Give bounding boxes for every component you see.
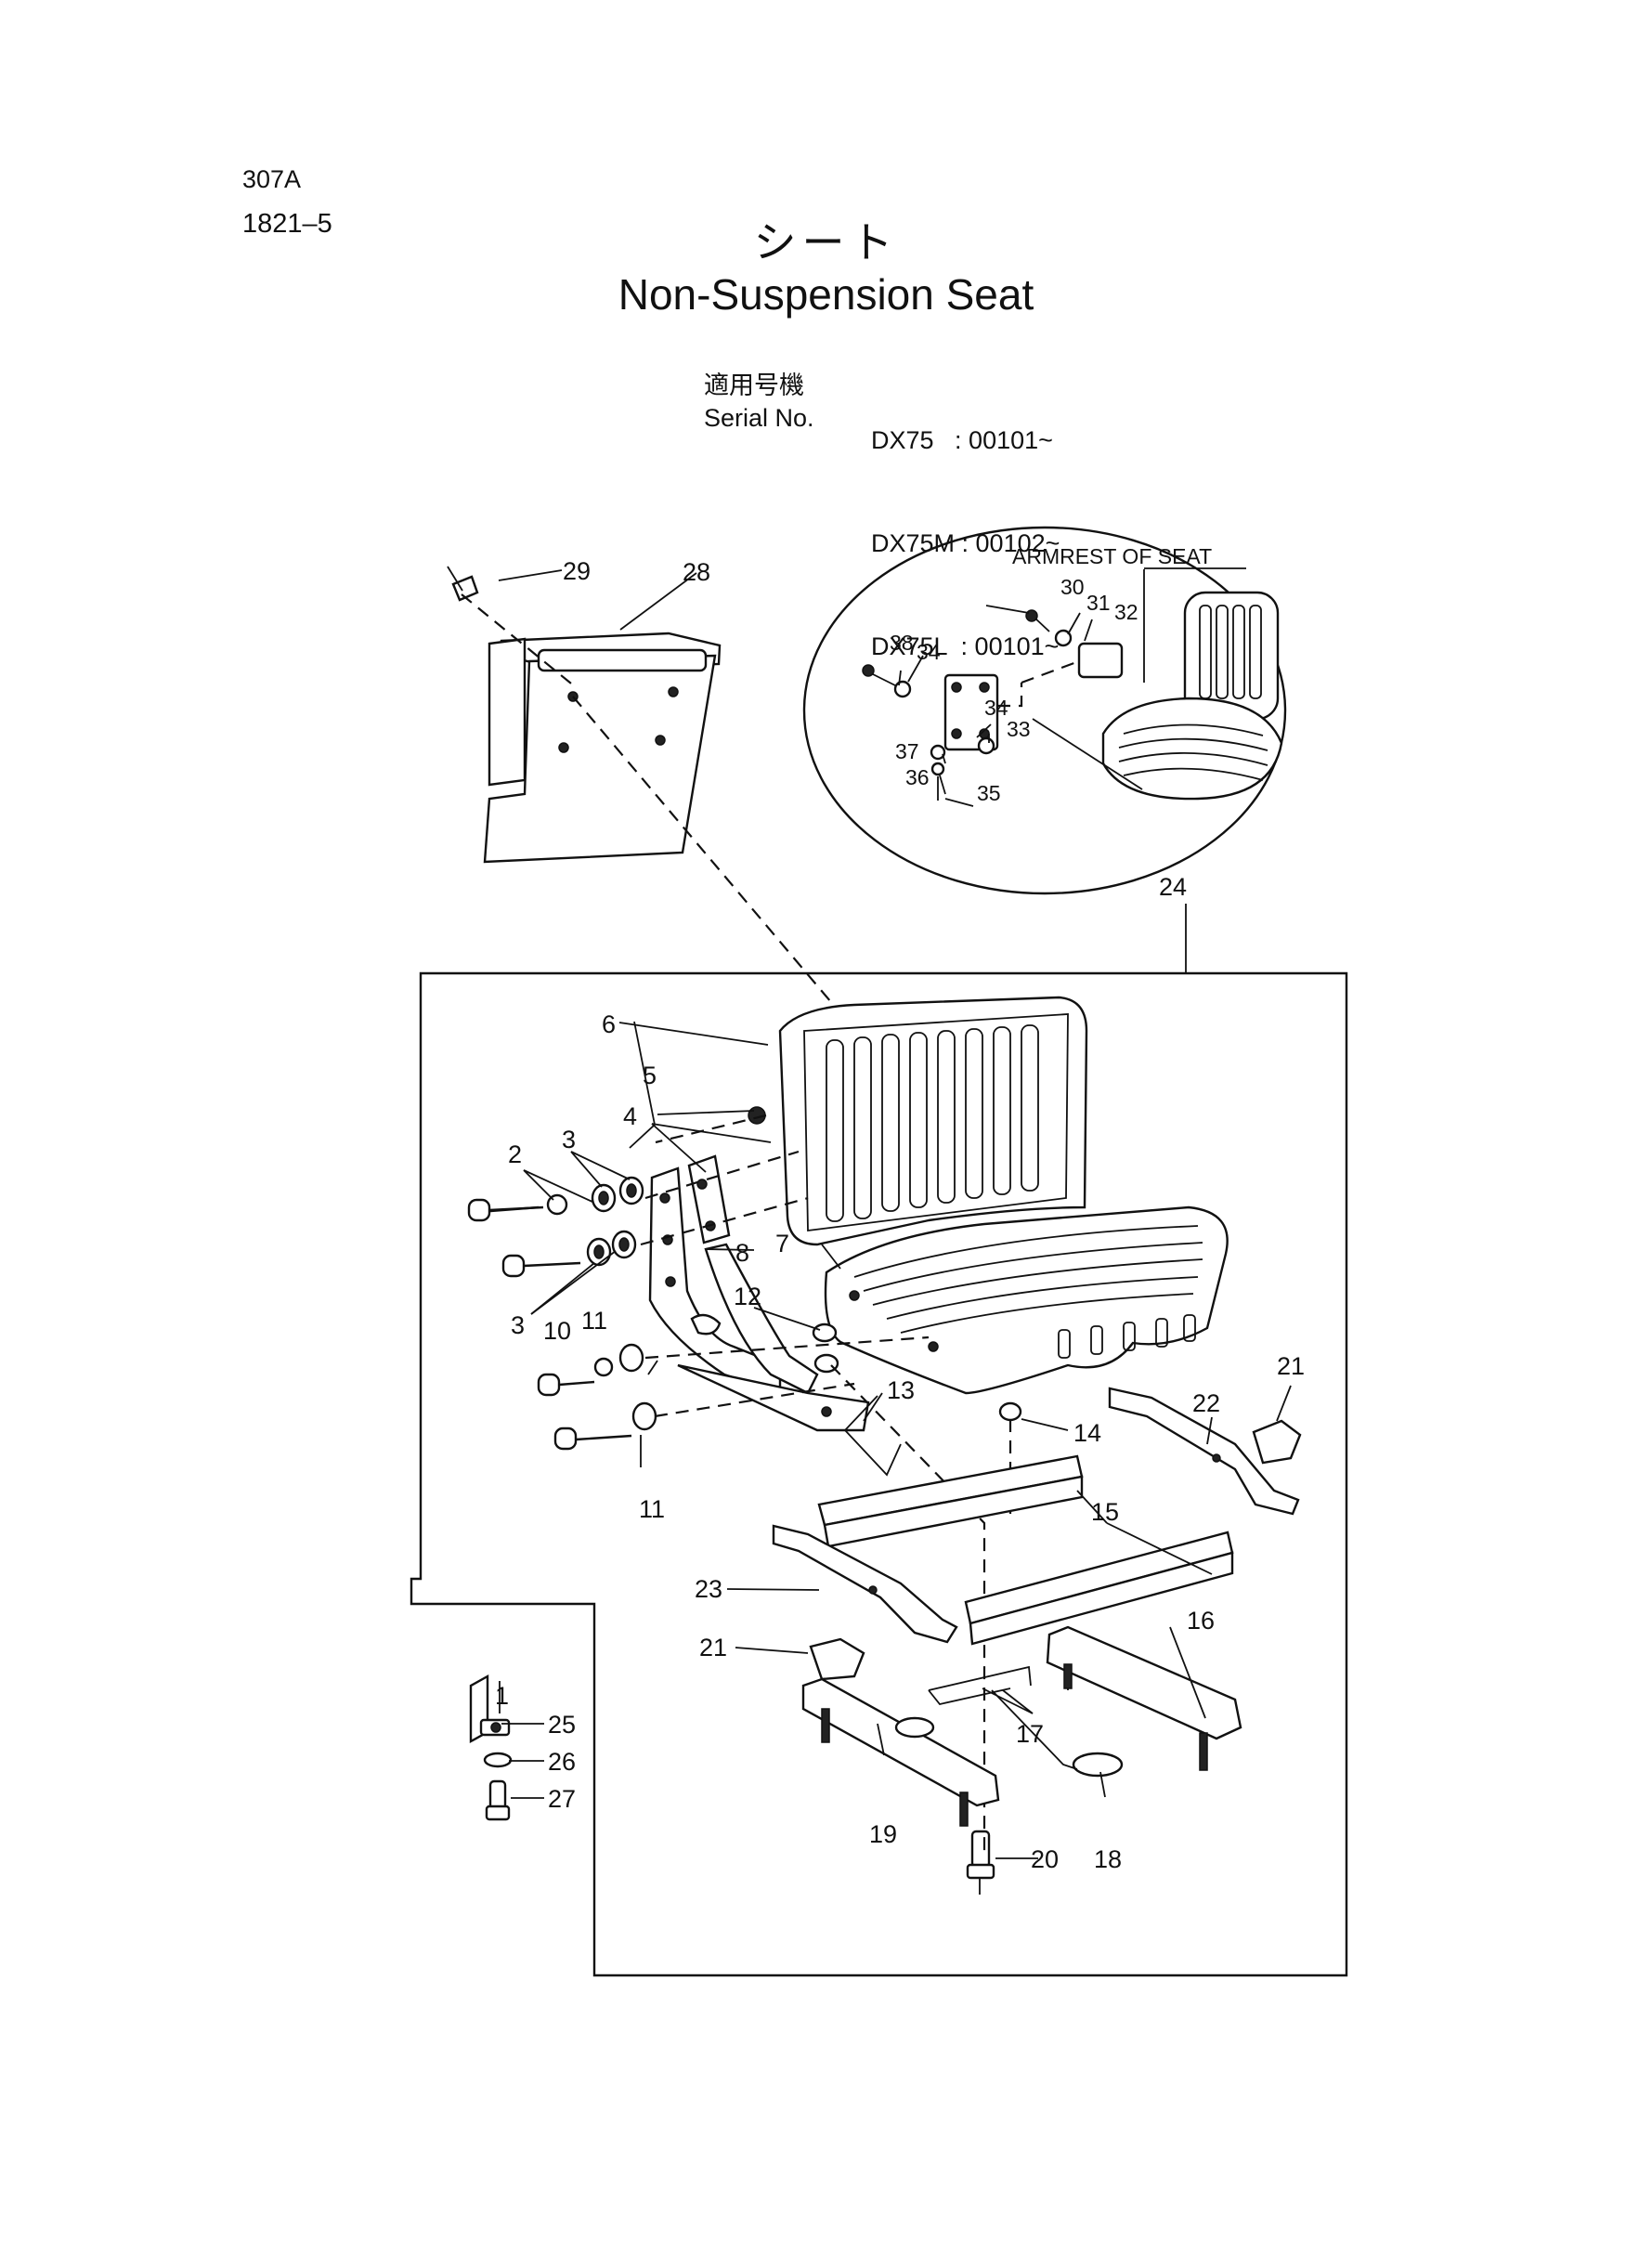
callout-labels: 29 28 30 31 32 38 34 34 33 37 36 35 24 6… [495,557,1305,1873]
callout-32: 32 [1114,600,1138,624]
title-japanese: シート [753,218,899,267]
callout-13: 13 [887,1376,915,1404]
drawing-code: 307A [242,165,302,193]
callout-11: 11 [639,1495,665,1523]
serial-label-jp: 適用号機 [704,371,804,399]
seat-cushion [824,1205,1229,1395]
seat-cushion-spare [447,566,722,864]
callout-16: 16 [1187,1607,1215,1635]
callout-5: 5 [643,1062,657,1089]
callout-leaders [498,569,1292,1859]
callout-38: 38 [890,631,914,655]
callout-19: 19 [869,1820,897,1848]
armrest-inset-title: ARMREST OF SEAT [1012,544,1212,568]
callout-2: 2 [508,1140,522,1168]
callout-18: 18 [1094,1845,1122,1873]
serial-label-en: Serial No. [704,404,814,432]
callout-15: 15 [1091,1498,1119,1526]
callout-24: 24 [1159,873,1187,901]
callout-22: 22 [1192,1389,1220,1417]
callout-30: 30 [1060,575,1085,599]
callout-26: 26 [548,1748,576,1776]
callout-12: 12 [734,1283,761,1310]
armrest-inset-frame [802,526,1287,895]
callout-14: 14 [1073,1419,1101,1447]
callout-4: 4 [623,1102,637,1130]
callout-31: 31 [1086,591,1111,615]
seat-back [778,996,1088,1246]
callout-3: 3 [511,1311,525,1339]
callout-25: 25 [548,1711,576,1739]
callout-20: 20 [1031,1845,1059,1873]
serial-label: 適用号機 Serial No. [704,370,814,435]
bolt-dashed-path [461,593,577,688]
callout-7: 7 [775,1230,789,1257]
callout-35: 35 [977,781,1001,805]
inset-seat-illustration [1032,591,1283,801]
callout-1: 1 [495,1682,509,1710]
callout-8: 8 [735,1239,749,1267]
callout-29: 29 [563,557,591,585]
callout-17: 17 [1016,1720,1044,1748]
callout-10: 10 [543,1317,571,1345]
callout-33: 33 [1007,717,1031,741]
callout-11: 11 [581,1307,607,1335]
callout-3: 3 [562,1126,576,1153]
callout-28: 28 [683,558,710,586]
page-number: 1821–5 [242,209,332,239]
page-title: Non-Suspension Seat [618,270,1034,319]
serial-row: DX75 : 00101~ [871,426,1053,454]
serial-row: DX75M : 00102~ [871,529,1060,557]
callout-21: 21 [699,1634,727,1661]
serial-row: DX75L : 00101~ [871,632,1060,660]
hinge-brackets [648,1154,870,1432]
assembly-boundary [410,971,1348,1977]
callout-37: 37 [895,739,919,763]
callout-27: 27 [548,1785,576,1813]
callout-34: 34 [984,696,1008,720]
slide-rail-assembly [772,1387,1302,1827]
callout-6: 6 [602,1010,616,1038]
callout-36: 36 [905,765,930,789]
callout-23: 23 [695,1575,722,1603]
serial-table: DX75 : 00101~ DX75M : 00102~ DX75L : 001… [871,355,1060,698]
assembly-dashed-lines [640,1114,1012,1857]
callout-21: 21 [1277,1352,1305,1380]
cushion-dashed-path [572,696,837,1009]
callout-34: 34 [917,640,941,664]
